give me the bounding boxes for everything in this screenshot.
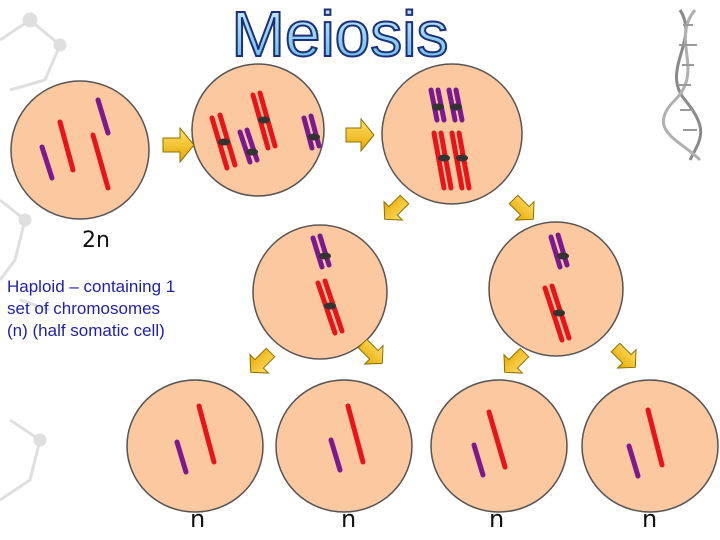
molecule-background-icon — [0, 12, 67, 502]
chromosome — [57, 119, 76, 173]
arrow-down-right-icon — [610, 342, 637, 369]
arrow-down-right-icon — [357, 338, 384, 365]
daughter-cell-label: n — [642, 505, 658, 533]
dna-helix-icon — [661, 9, 703, 162]
arrow-down-left-icon — [383, 194, 410, 221]
cell-daughter-2 — [275, 379, 413, 513]
cell-metaphase-one — [381, 63, 523, 205]
diploid-label: 2n — [82, 228, 110, 253]
arrow-down-right-icon — [508, 194, 535, 221]
page-title: Meiosis — [232, 0, 449, 70]
chromosome — [90, 132, 111, 191]
daughter-cell-label: n — [489, 505, 505, 533]
cell-daughter-4 — [581, 379, 719, 513]
chromosome — [39, 144, 55, 181]
arrow-down-left-icon — [503, 347, 530, 374]
haploid-description: Haploid – containing 1 set of chromosome… — [7, 277, 176, 340]
daughter-cell-label: n — [341, 505, 357, 533]
arrow-right-icon — [162, 126, 195, 164]
cell-replicated — [191, 63, 325, 197]
cell-meiosis-two-left — [252, 224, 388, 360]
arrow-right-icon — [345, 117, 375, 153]
cell-parent — [10, 80, 150, 220]
cell-daughter-3 — [430, 379, 568, 513]
cell-daughter-1 — [126, 379, 264, 513]
arrow-down-left-icon — [249, 347, 276, 374]
chromosome — [95, 97, 111, 136]
cell-meiosis-two-right — [488, 221, 624, 357]
daughter-cell-label: n — [190, 505, 206, 533]
